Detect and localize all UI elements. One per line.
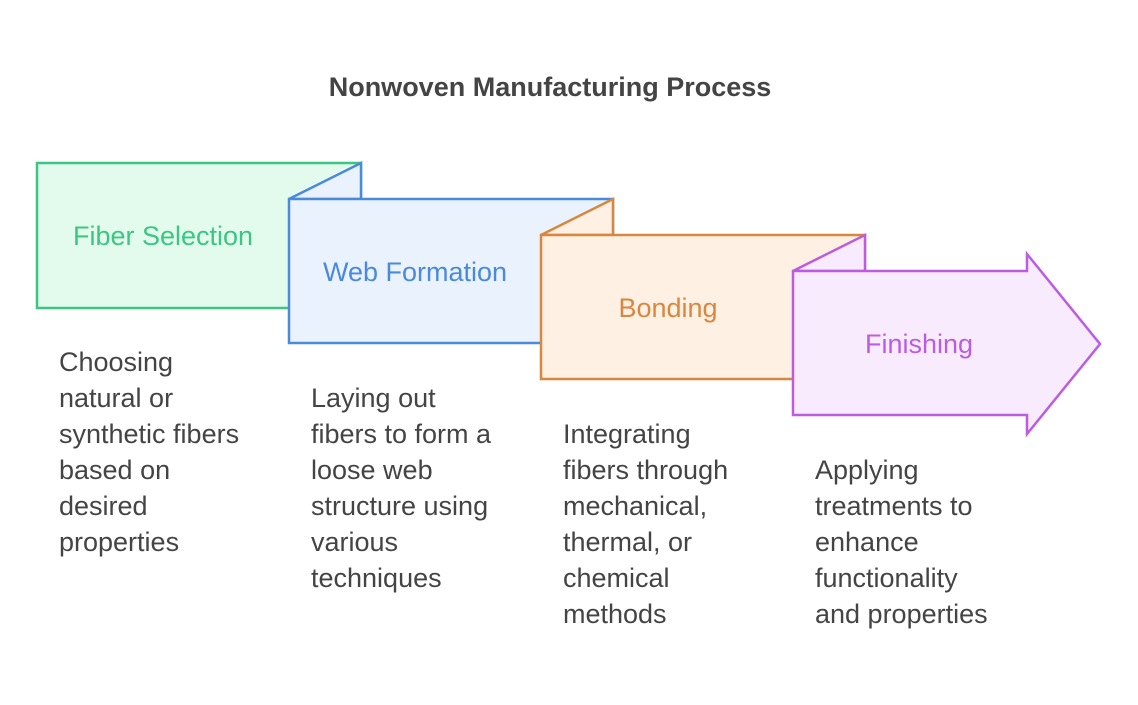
step-bonding: Bonding (539, 196, 867, 381)
diagram-title: Nonwoven Manufacturing Process (328, 72, 772, 102)
step-finishing-description: Applying treatments to enhance functiona… (815, 455, 988, 629)
step-finishing: Finishing (791, 232, 1102, 438)
step-bonding-label: Bonding (618, 293, 717, 323)
step-bonding-description: Integrating fibers through mechanical, t… (563, 419, 729, 629)
step-fiber-selection-description: Choosing natural or synthetic fibers bas… (59, 347, 240, 557)
step-finishing-arrow (791, 250, 1102, 438)
step-web-formation-description: Laying out fibers to form a loose web st… (311, 383, 492, 593)
step-web-formation: Web Formation (287, 160, 615, 345)
step-web-formation-label: Web Formation (323, 257, 507, 287)
step-finishing-label: Finishing (865, 329, 973, 359)
step-fiber-selection-label: Fiber Selection (73, 221, 253, 251)
